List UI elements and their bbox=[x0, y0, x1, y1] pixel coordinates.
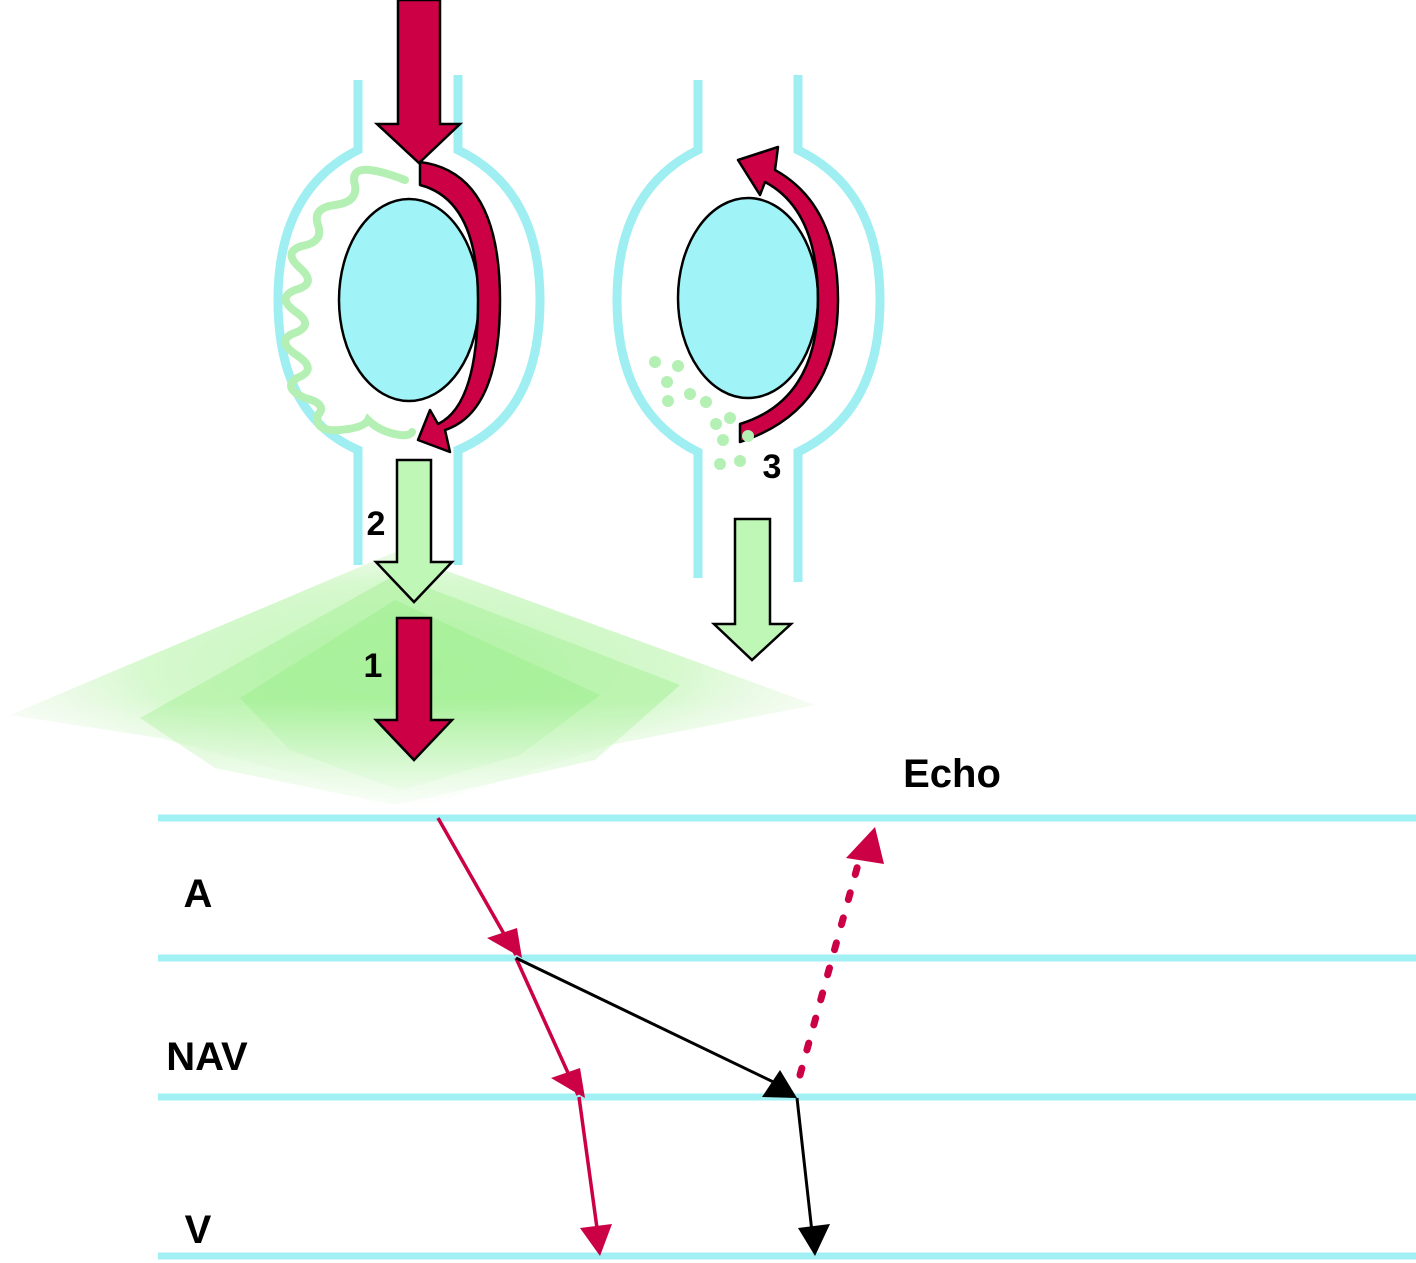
echo-label: Echo bbox=[903, 752, 1001, 796]
echo-retrograde-path bbox=[796, 827, 884, 1079]
fast-impulse-arrow-1 bbox=[373, 616, 455, 762]
reentry-curved-arrow-left bbox=[416, 160, 502, 454]
left-oval-core bbox=[337, 197, 481, 403]
atrium-label: A bbox=[184, 872, 213, 916]
right-tissue-block: 3 bbox=[612, 75, 885, 662]
slow-path-arrowhead-2 bbox=[798, 1224, 830, 1256]
echo-arrowhead bbox=[846, 827, 884, 864]
fast-path-arrowhead-1 bbox=[487, 928, 522, 958]
impulse-arrow-entry bbox=[373, 0, 464, 165]
ventricle-label: V bbox=[185, 1208, 212, 1252]
left-tissue-block: 2 1 bbox=[273, 0, 545, 762]
step-label-3: 3 bbox=[763, 448, 782, 486]
right-oval-core bbox=[676, 196, 820, 400]
fast-conduction-path bbox=[436, 817, 612, 1256]
slow-pathway-wave bbox=[281, 165, 416, 440]
nav-label: NAV bbox=[166, 1035, 248, 1079]
conduction-particles bbox=[649, 356, 754, 470]
right-tissue-outline bbox=[612, 75, 885, 582]
reentry-curved-arrow-right bbox=[736, 145, 840, 444]
step-label-2: 2 bbox=[367, 505, 386, 543]
slow-impulse-arrow-2 bbox=[373, 458, 455, 604]
fast-path-arrowhead-3 bbox=[580, 1224, 612, 1256]
ladder-diagram: Echo A NAV V bbox=[158, 752, 1416, 1260]
slow-path-arrowhead-1 bbox=[762, 1070, 797, 1098]
fast-path-arrowhead-2 bbox=[551, 1068, 585, 1098]
step-label-1: 1 bbox=[364, 647, 383, 685]
slow-impulse-arrow-right bbox=[710, 517, 795, 662]
slow-conduction-path bbox=[515, 956, 830, 1256]
